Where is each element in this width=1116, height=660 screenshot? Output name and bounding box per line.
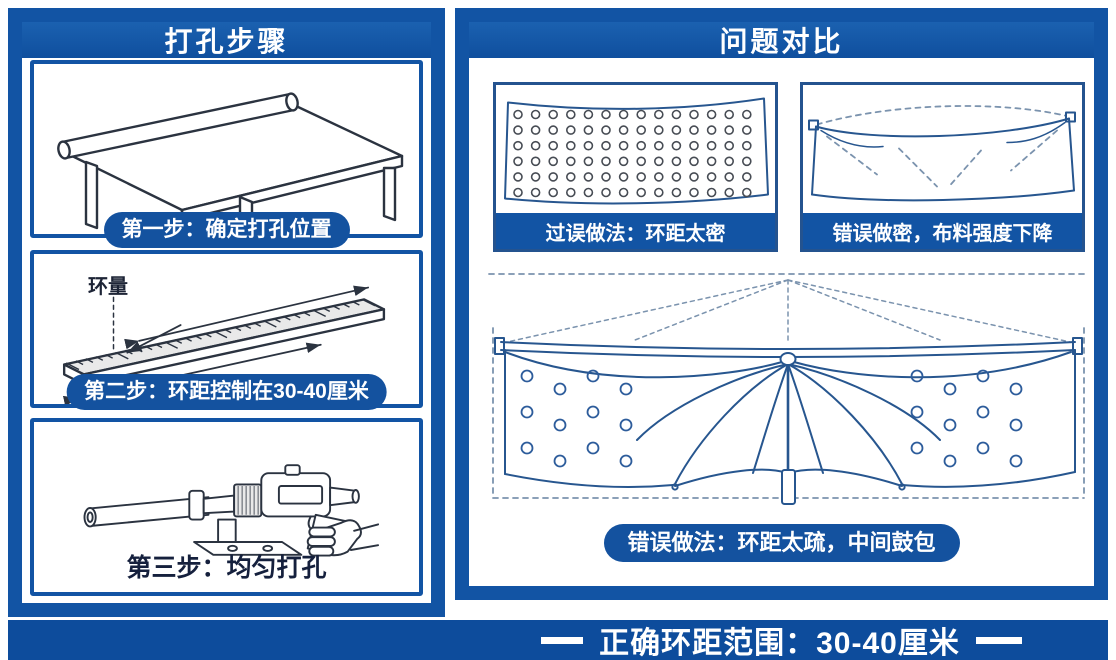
problem-comparison-panel: 问题对比 过误做法：环距太密 xyxy=(455,8,1108,600)
sparse-caption: 错误做法：环距太疏，中间鼓包 xyxy=(603,524,960,562)
bottom-banner: 正确环距范围：30-40厘米 xyxy=(8,620,1108,660)
drilling-steps-panel: 打孔步骤 第一步：确定打孔位置 xyxy=(8,8,445,617)
step3-caption: 第三步：均匀打孔 xyxy=(126,554,327,582)
umbrella-sparse-holes-illustration xyxy=(488,273,1089,505)
hole-punch-drill-illustration xyxy=(83,464,380,557)
step3-box: 第三步：均匀打孔 xyxy=(30,418,423,596)
perforation-table-illustration xyxy=(57,92,404,234)
step1-caption: 第一步：确定打孔位置 xyxy=(103,212,350,248)
left-panel-header: 打孔步骤 xyxy=(22,22,431,58)
umbrella-diagram xyxy=(485,268,1092,515)
sparse-hole-grid-right xyxy=(910,369,1023,468)
step1-box xyxy=(30,60,423,238)
step2-caption: 第二步：环距控制在30-40厘米 xyxy=(66,374,387,410)
fabric-strength-loss-illustration xyxy=(808,105,1076,202)
banner-text: 正确环距范围：30-40厘米 xyxy=(599,627,960,660)
banner-dash-left xyxy=(541,636,584,644)
right-panel-header: 问题对比 xyxy=(469,22,1094,58)
dense-holes-box: 过误做法：环距太密 xyxy=(493,82,778,252)
left-panel-title: 打孔步骤 xyxy=(164,26,289,57)
right-panel-title: 问题对比 xyxy=(719,26,844,57)
fabric-dense-holes-illustration xyxy=(504,97,769,205)
strength-loss-box: 错误做密，布料强度下降 xyxy=(800,82,1085,252)
strength-loss-caption: 错误做密，布料强度下降 xyxy=(803,213,1082,249)
ruler-label: 环量 xyxy=(88,276,128,298)
sparse-hole-grid-left xyxy=(520,369,633,468)
banner-dash-right xyxy=(975,636,1022,644)
dense-hole-grid xyxy=(513,109,752,198)
dense-holes-caption: 过误做法：环距太密 xyxy=(496,213,775,249)
